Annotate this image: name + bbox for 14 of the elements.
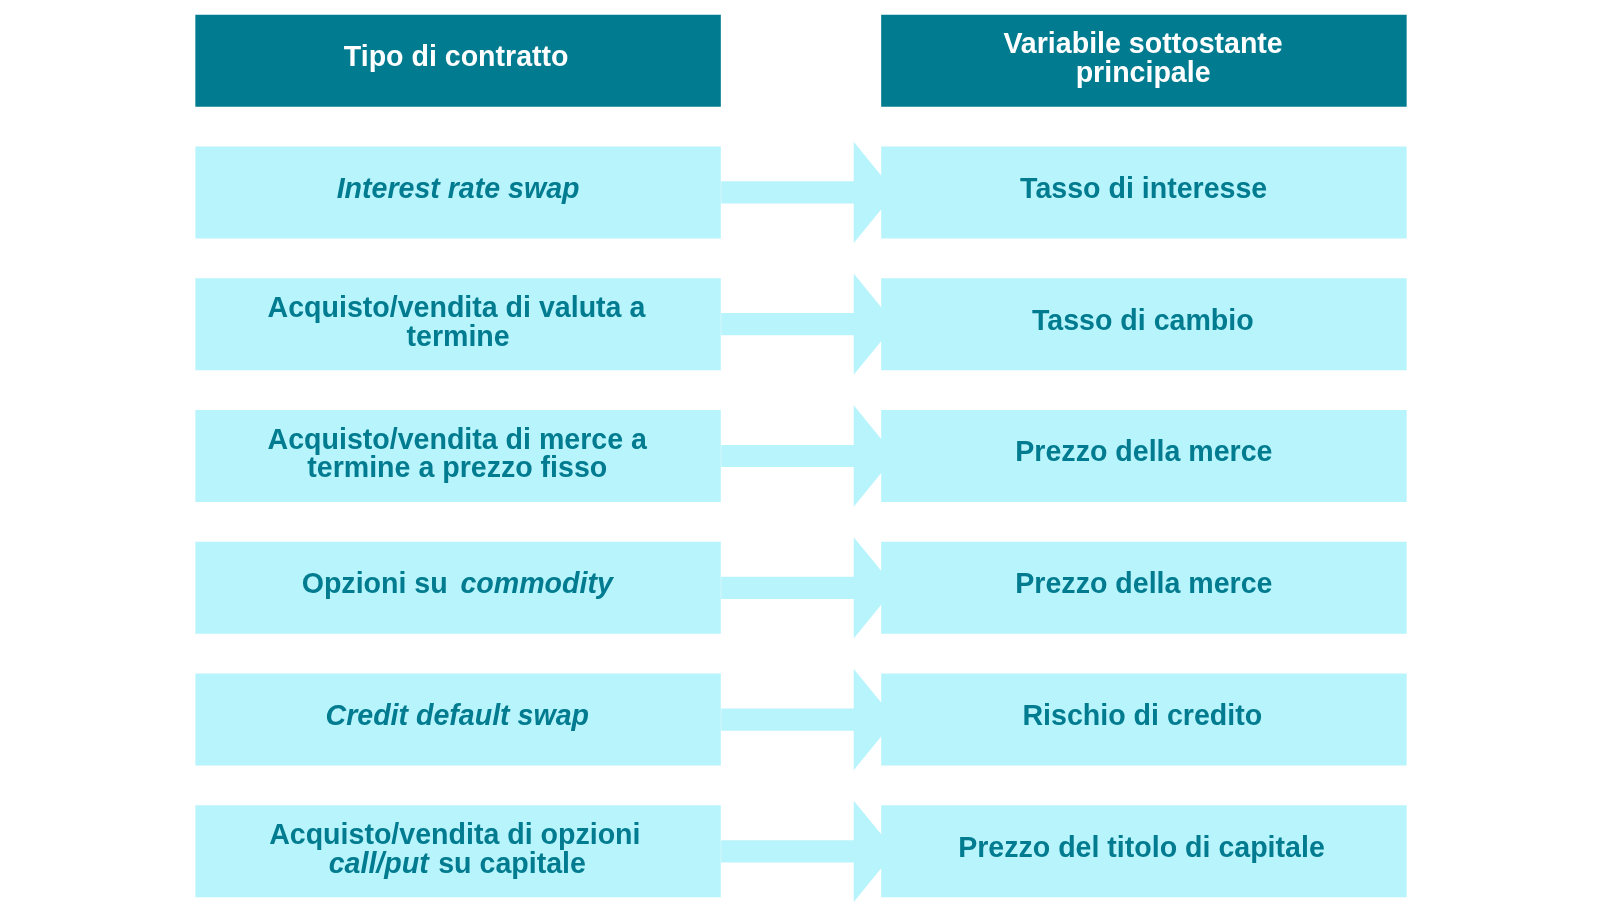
node-box: Interest rate swap [194,146,721,239]
node-box: Acquisto/vendita di opzioni call/put su capitale [194,805,721,898]
node-box: Acquisto/vendita di valuta a termine [194,278,721,371]
node-box: Tasso di cambio [880,278,1407,371]
node-box: Tipo di contratto [194,14,721,107]
node-box: Prezzo della merce [880,541,1407,634]
node-box: Variabile sottostante principale [880,14,1407,107]
node-box: Acquisto/vendita di merce a termine a prezzo fisso [194,409,721,503]
node-box: Credit default swap [194,673,721,766]
node-box: Prezzo della merce [880,409,1407,503]
node-box: Rischio di credito [880,673,1407,766]
node-box: Prezzo del titolo di capitale [880,805,1407,898]
node-box: Tasso di interesse [880,146,1407,239]
node-box: Opzioni su commodity [194,541,721,634]
